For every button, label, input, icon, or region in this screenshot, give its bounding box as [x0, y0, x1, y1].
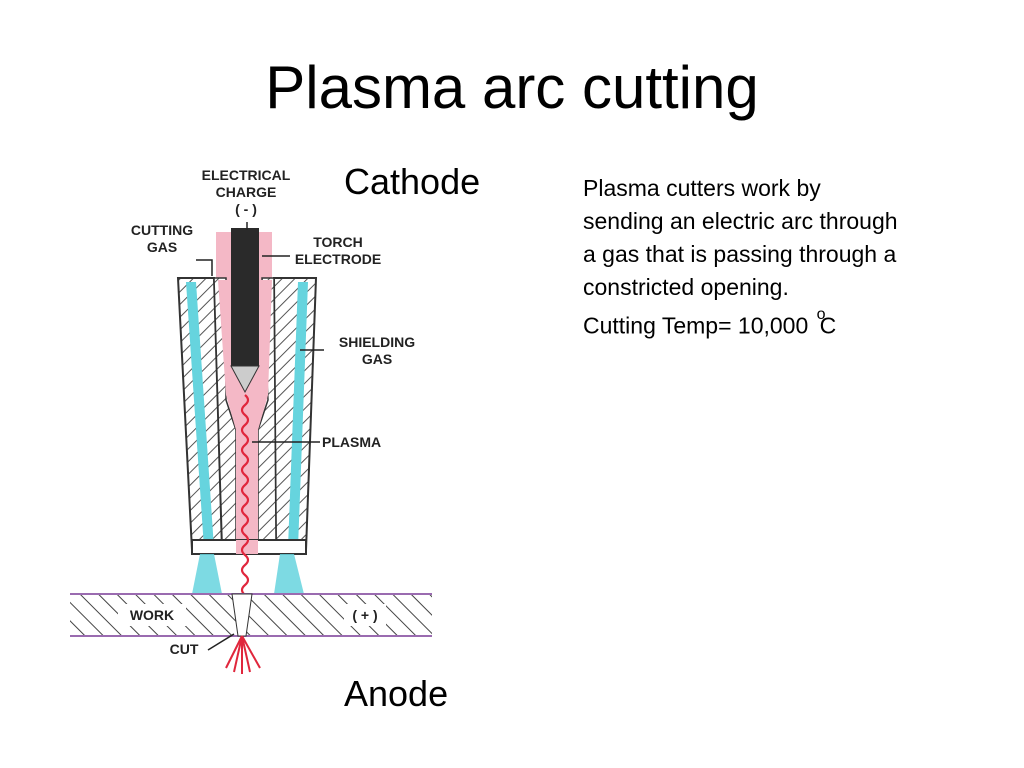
label-work: WORK [130, 607, 174, 623]
kerf-cut [231, 593, 253, 637]
plasma-arc [240, 394, 250, 626]
description: Plasma cutters work by sending an electr… [583, 172, 983, 343]
label-charge: CHARGE [216, 184, 277, 200]
shielding-gas-left [186, 282, 214, 548]
label-positive: ( + ) [352, 607, 377, 623]
label-electrode: ELECTRODE [295, 251, 381, 267]
label-cutting: CUTTING [131, 222, 193, 238]
anode-label: Anode [344, 673, 449, 714]
torch-electrode [231, 228, 259, 366]
shielding-plume-right [274, 554, 304, 594]
label-shielding-gas: GAS [362, 351, 392, 367]
description-line-3: a gas that is passing through a [583, 241, 897, 267]
temp-unit: C [819, 312, 837, 339]
cutting-temp: Cutting Temp= 10,000 oC [583, 304, 983, 343]
label-cut: CUT [170, 641, 199, 657]
degree-symbol: o [816, 306, 826, 323]
cutting-temp-text: Cutting Temp= 10,000 [583, 312, 815, 339]
sparks [225, 635, 261, 674]
description-line-4: constricted opening. [583, 274, 789, 300]
label-negative: ( - ) [235, 201, 257, 217]
shielding-gas-right [288, 282, 308, 548]
electrode-tip [230, 365, 260, 394]
description-line-1: Plasma cutters work by [583, 175, 821, 201]
shielding-plume-left [192, 554, 222, 594]
label-cutting-gas: GAS [147, 239, 177, 255]
label-shielding: SHIELDING [339, 334, 415, 350]
label-plasma: PLASMA [322, 434, 381, 450]
label-torch: TORCH [313, 234, 363, 250]
leader-lines [196, 222, 324, 651]
label-electrical: ELECTRICAL [202, 167, 291, 183]
cathode-label: Cathode [344, 161, 481, 202]
slide-title: Plasma arc cutting [265, 54, 759, 121]
description-line-2: sending an electric arc through [583, 208, 898, 234]
